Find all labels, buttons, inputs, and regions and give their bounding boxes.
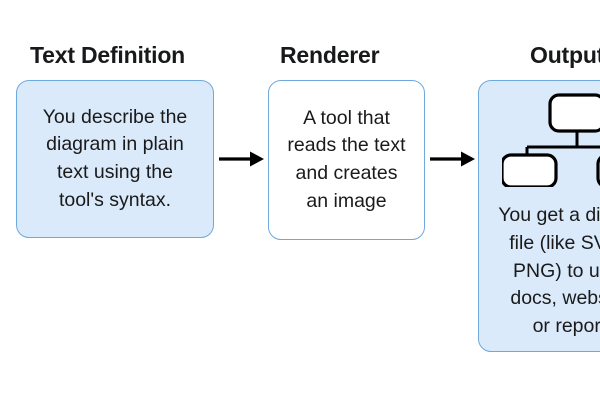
stage-body-renderer: A tool that reads the text and creates a…: [287, 106, 406, 212]
stage-title-output: Output: [530, 42, 600, 68]
stage-body-output: You get a diagram file (like SVG or PNG)…: [498, 204, 600, 338]
stage-body-text-definition: You describe the diagram in plain text u…: [42, 105, 188, 211]
stage-box-output: You get a diagram file (like SVG or PNG)…: [478, 80, 600, 352]
arrow-right-icon-1: [219, 146, 265, 172]
stage-box-renderer: A tool that reads the text and creates a…: [268, 80, 425, 240]
arrow-right-icon-2: [430, 146, 476, 172]
stage-box-text-definition: You describe the diagram in plain text u…: [16, 80, 214, 238]
org-chart-icon: [500, 91, 600, 192]
stage-title-text-definition: Text Definition: [30, 42, 186, 68]
stage-title-renderer: Renderer: [280, 42, 380, 68]
